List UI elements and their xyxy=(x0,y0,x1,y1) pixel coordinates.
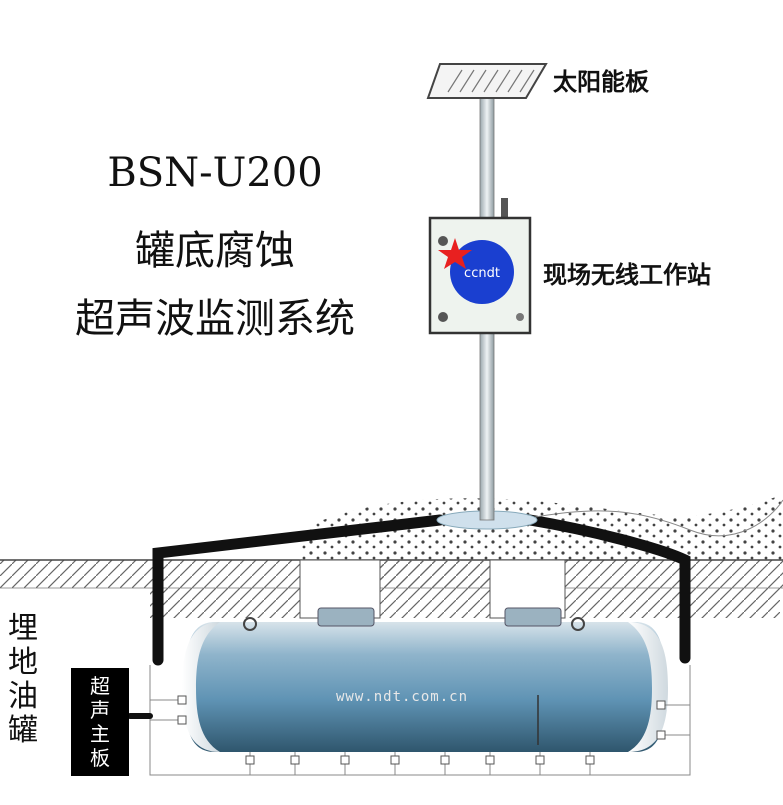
buried-oil-tank xyxy=(182,607,668,752)
solar-panel xyxy=(426,63,548,99)
ultrasonic-board-label: 超声主板 xyxy=(71,668,129,776)
logo-circle xyxy=(450,240,514,304)
thin-wire xyxy=(529,499,783,537)
logo-text: ccndt xyxy=(464,266,500,281)
watermark: www.ndt.com.cn xyxy=(336,689,469,705)
buried-tank-label: 埋地油罐 xyxy=(8,611,38,748)
excavation-pit xyxy=(150,559,780,619)
title-line-2: 罐底腐蚀 xyxy=(135,228,295,274)
sensor-nodes xyxy=(177,695,666,765)
field-station-label: 现场无线工作站 xyxy=(543,261,711,289)
antenna xyxy=(501,198,508,220)
star-icon xyxy=(438,238,472,269)
title-model: BSN-U200 xyxy=(107,150,323,196)
title-line-3: 超声波监测系统 xyxy=(75,296,355,342)
solar-panel-label: 太阳能板 xyxy=(553,68,649,96)
signal-cable xyxy=(127,514,691,719)
